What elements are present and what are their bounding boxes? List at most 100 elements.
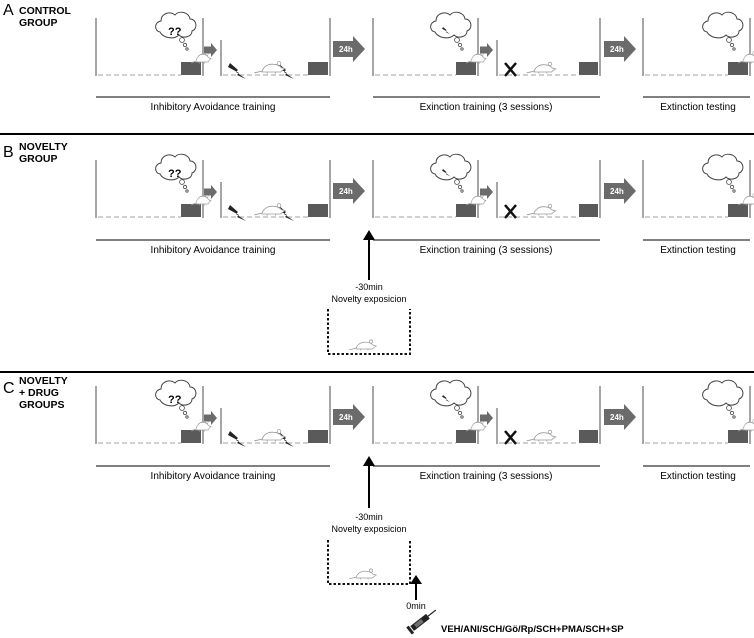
extinction-box-step-down — [372, 11, 486, 76]
platform — [181, 204, 201, 217]
group-label-line-2: GROUP — [19, 153, 58, 165]
arrow-up-icon — [363, 456, 375, 508]
panel-letter: B — [3, 144, 14, 161]
group-label-line-2: + DRUG — [19, 387, 59, 399]
thought-text: ?? — [168, 26, 182, 38]
lightning-icon — [228, 63, 246, 79]
platform — [308, 430, 328, 443]
arrow-24h: 24h — [333, 36, 365, 62]
platform — [181, 430, 201, 443]
group-label-line-1: NOVELTY — [19, 375, 68, 387]
platform — [456, 204, 476, 217]
platform — [728, 204, 748, 217]
training-box-shock — [220, 386, 331, 447]
phase-label-extinction: Exinction training (3 sessions) — [420, 471, 553, 482]
novelty-arena — [327, 309, 411, 355]
arrow-24h-label: 24h — [610, 45, 624, 54]
thought-bubble-icon — [702, 153, 744, 193]
arrow-24h: 24h — [604, 36, 636, 62]
thought-bubble-icon — [430, 11, 472, 51]
test-box — [642, 379, 754, 444]
panel-letter: C — [3, 380, 15, 397]
platform — [579, 430, 598, 443]
thought-bubble-icon — [702, 11, 744, 51]
novelty-time: -30min — [355, 282, 383, 292]
platform — [456, 62, 476, 75]
platform — [728, 430, 748, 443]
extinction-box-no-shock — [496, 386, 601, 445]
training-box-step-down: ?? — [95, 379, 211, 444]
training-box-step-down: ?? — [95, 11, 211, 76]
phase-label-extinction: Exinction training (3 sessions) — [420, 245, 553, 256]
phase-label-testing: Extinction testing — [660, 245, 736, 256]
panel-c: C NOVELTY + DRUG GROUPS ?? 24h — [3, 375, 754, 635]
group-label-line-1: NOVELTY — [19, 141, 68, 153]
rat-icon — [253, 429, 286, 443]
drug-list: VEH/ANI/SCH/Gö/Rp/SCH+PMA/SCH+SP — [441, 624, 624, 635]
thought-text: ?? — [168, 394, 182, 406]
lightning-icon — [228, 205, 246, 221]
rat-icon — [526, 61, 556, 74]
arrow-24h-label: 24h — [610, 187, 624, 196]
rat-icon — [348, 568, 377, 580]
platform — [181, 62, 201, 75]
rat-icon — [526, 429, 556, 443]
arrow-24h-label: 24h — [339, 187, 353, 196]
arrow-24h-label: 24h — [610, 413, 624, 422]
arrow-24h: 24h — [333, 178, 365, 204]
rat-icon — [738, 52, 754, 64]
rat-icon — [253, 61, 286, 75]
cross-icon — [504, 204, 517, 219]
phase-label-training: Inhibitory Avoidance training — [151, 471, 276, 482]
panel-letter: A — [3, 2, 14, 19]
cross-icon — [504, 62, 517, 77]
syringe-icon — [406, 609, 437, 635]
arrow-up-icon — [410, 575, 422, 600]
extinction-box-no-shock — [496, 18, 601, 77]
rat-icon — [348, 339, 377, 351]
novelty-arena — [327, 540, 411, 585]
thought-bubble-icon — [702, 379, 744, 419]
phase-label-testing: Extinction testing — [660, 102, 736, 113]
thought-bubble-icon — [430, 153, 472, 193]
phase-label-training: Inhibitory Avoidance training — [151, 102, 276, 113]
novelty-text: Novelty exposicion — [331, 524, 406, 534]
phase-label-extinction: Exinction training (3 sessions) — [420, 102, 553, 113]
phase-label-testing: Extinction testing — [660, 471, 736, 482]
extinction-box-step-down — [372, 379, 486, 444]
novelty-time: -30min — [355, 512, 383, 522]
group-label-line-3: GROUPS — [19, 399, 65, 411]
thought-text: ?? — [168, 168, 182, 180]
phase-label-training: Inhibitory Avoidance training — [151, 245, 276, 256]
arrow-24h: 24h — [604, 178, 636, 204]
test-box — [642, 11, 754, 76]
rat-icon — [738, 420, 754, 432]
panel-a: A CONTROL GROUP ?? 24h — [3, 2, 754, 113]
group-label-line-2: GROUP — [19, 17, 58, 29]
platform — [308, 62, 328, 75]
rat-icon — [253, 203, 286, 217]
training-box-shock — [220, 18, 331, 79]
arrow-24h: 24h — [604, 404, 636, 430]
arrow-up-icon — [363, 230, 375, 280]
platform — [579, 62, 598, 75]
arrow-24h: 24h — [333, 404, 365, 430]
platform — [579, 204, 598, 217]
group-label-line-1: CONTROL — [19, 5, 71, 17]
lightning-icon — [228, 431, 246, 447]
extinction-box-no-shock — [496, 160, 601, 219]
thought-bubble-icon — [430, 379, 472, 419]
platform — [456, 430, 476, 443]
rat-icon — [738, 194, 754, 206]
novelty-text: Novelty exposicion — [331, 294, 406, 304]
training-box-step-down: ?? — [95, 153, 211, 218]
arrow-24h-label: 24h — [339, 413, 353, 422]
training-box-shock — [220, 160, 331, 221]
test-box — [642, 153, 754, 218]
cross-icon — [504, 430, 517, 445]
arrow-24h-label: 24h — [339, 45, 353, 54]
injection-time: 0min — [406, 601, 426, 611]
panel-b: B NOVELTY GROUP ?? 24h — [3, 141, 754, 355]
platform — [308, 204, 328, 217]
